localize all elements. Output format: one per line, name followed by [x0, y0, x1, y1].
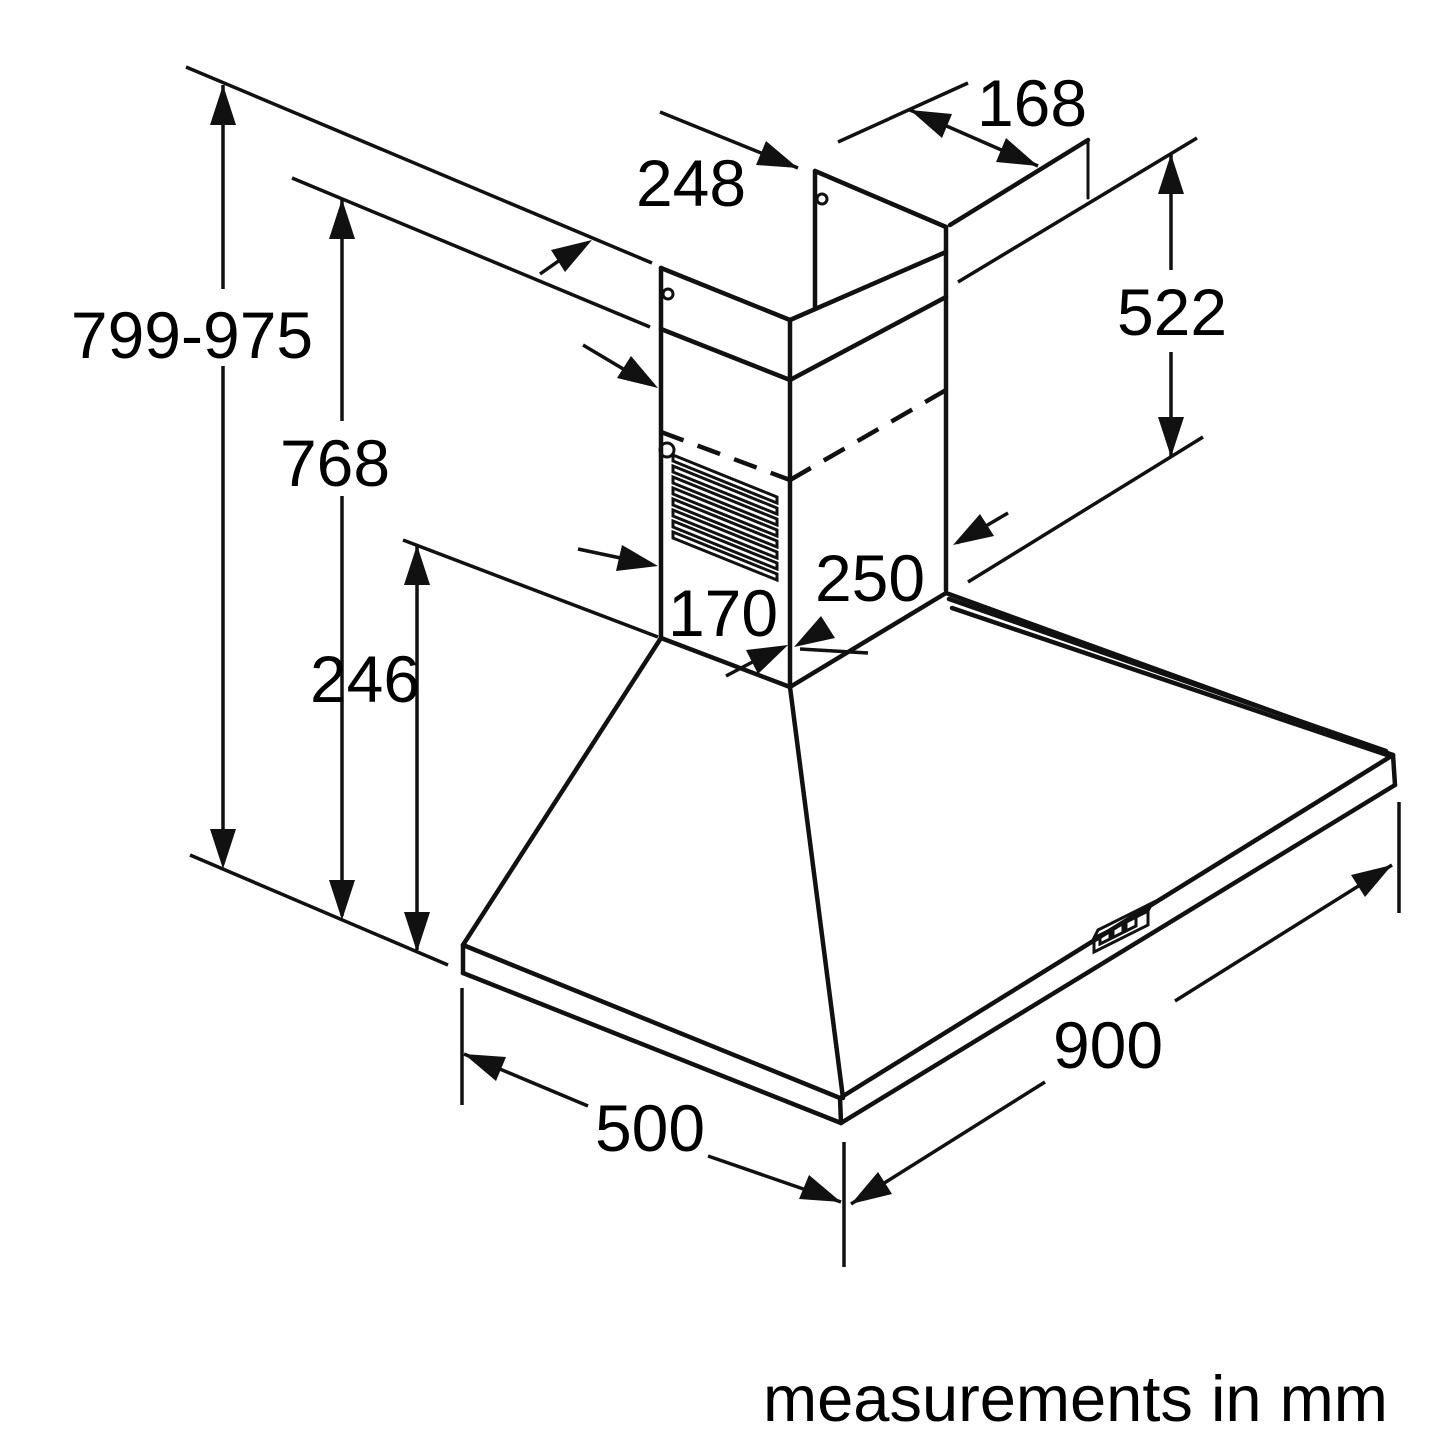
dimension-label-height-range: 799-975 [71, 298, 313, 372]
dimension-height-range: 799-975 [71, 85, 313, 869]
screw-hole-icon [661, 287, 675, 301]
dimension-height-to-canopy-top: 768 [280, 199, 390, 920]
dimension-label-chimney-depth-right: 250 [815, 541, 925, 615]
dimension-label-chimney-height: 522 [1117, 275, 1227, 349]
footer-note: measurements in mm [763, 1362, 1388, 1435]
vent-grille [671, 452, 779, 583]
dimension-chimney-depth-left: 170 [577, 545, 788, 678]
dimension-label-chimney-width: 248 [636, 146, 746, 220]
screw-hole-icon [658, 441, 676, 459]
dimension-label-bracket-depth: 168 [977, 66, 1087, 140]
dimension-hood-depth: 500 [463, 1052, 842, 1204]
control-panel [1090, 899, 1156, 955]
dimension-chimney-height: 522 [1117, 154, 1227, 457]
base-panel [460, 752, 1398, 1126]
screw-hole-icon [815, 192, 829, 206]
extension-lines [185, 65, 1401, 1267]
telescopic-adjustment-arrows [538, 240, 658, 388]
dimension-chimney-depth-right: 250 [794, 511, 1009, 655]
dimension-label-height-to-canopy-top: 768 [280, 426, 390, 500]
dimension-label-hood-width: 900 [1053, 1008, 1163, 1082]
chimney-duct [658, 224, 949, 690]
mounting-bracket [812, 137, 1091, 311]
dimension-chimney-width: 248 [636, 110, 799, 220]
dimension-label-chimney-depth-left: 170 [668, 576, 778, 650]
dimension-label-hood-depth: 500 [595, 1091, 705, 1165]
dimension-hood-width: 900 [850, 863, 1393, 1206]
dimension-bracket-depth: 168 [909, 66, 1087, 168]
canopy [460, 590, 1396, 1101]
dimension-label-canopy-height: 246 [310, 642, 420, 716]
dimension-canopy-height: 246 [310, 545, 430, 952]
